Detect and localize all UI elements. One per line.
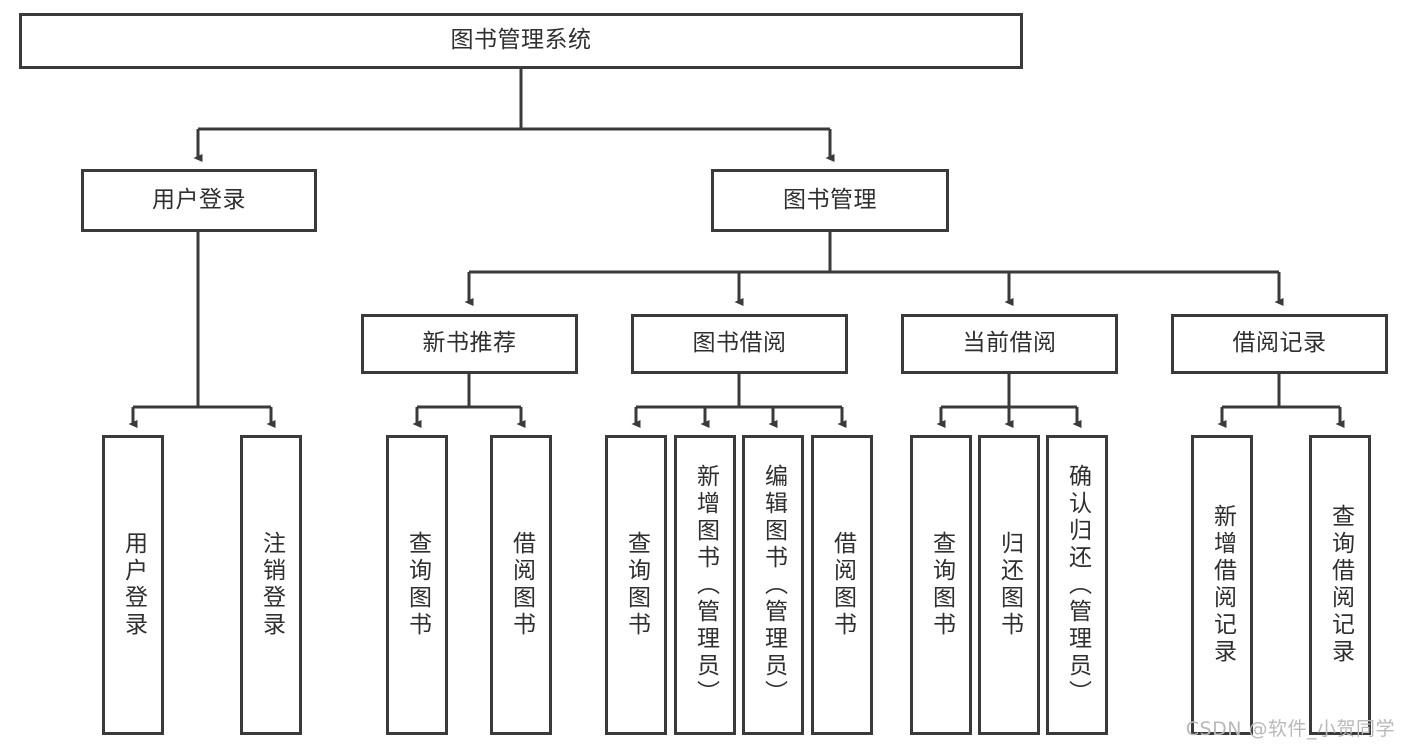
leaf-user-login[interactable]: 用户登录 [102,435,164,735]
node-book-borrow[interactable]: 图书借阅 [631,314,848,374]
leaf-query-borrow-record[interactable]: 查询借阅记录 [1309,435,1371,735]
node-borrow-record[interactable]: 借阅记录 [1171,314,1388,374]
leaf-query-book-current[interactable]: 查询图书 [910,435,972,735]
node-current-borrow[interactable]: 当前借阅 [901,314,1118,374]
leaf-query-book-borrow[interactable]: 查询图书 [605,435,667,735]
leaf-label: 编辑图书（管理员） [760,463,787,707]
node-user-login[interactable]: 用户登录 [81,169,317,232]
node-root-system[interactable]: 图书管理系统 [19,13,1023,69]
leaf-query-book-recommend[interactable]: 查询图书 [386,435,448,735]
node-label: 新书推荐 [422,330,517,357]
node-book-management[interactable]: 图书管理 [711,169,949,232]
leaf-borrow-book-recommend[interactable]: 借阅图书 [490,435,552,735]
leaf-add-borrow-record[interactable]: 新增借阅记录 [1191,435,1253,735]
node-label: 用户登录 [152,186,246,213]
leaf-label: 用户登录 [120,531,147,639]
leaf-label: 新增图书（管理员） [692,463,719,707]
node-label: 图书借阅 [692,330,787,357]
leaf-label: 查询图书 [928,531,955,639]
leaf-label: 查询图书 [404,531,431,639]
csdn-watermark: CSDN @软件_小贺同学 [1185,718,1395,740]
leaf-borrow-book[interactable]: 借阅图书 [811,435,873,735]
leaf-label: 借阅图书 [829,531,856,639]
leaf-label: 查询借阅记录 [1327,504,1354,666]
node-label: 图书管理 [783,186,877,213]
leaf-label: 查询图书 [623,531,650,639]
leaf-label: 借阅图书 [508,531,535,639]
node-label: 图书管理系统 [450,27,592,54]
leaf-label: 归还图书 [996,531,1023,639]
node-new-book-recommend[interactable]: 新书推荐 [361,314,578,374]
leaf-edit-book-admin[interactable]: 编辑图书（管理员） [742,435,804,735]
leaf-label: 新增借阅记录 [1209,504,1236,666]
leaf-add-book-admin[interactable]: 新增图书（管理员） [674,435,736,735]
node-label: 借阅记录 [1232,330,1327,357]
leaf-return-book[interactable]: 归还图书 [978,435,1040,735]
leaf-logout[interactable]: 注销登录 [240,435,302,735]
leaf-label: 注销登录 [258,531,285,639]
leaf-label: 确认归还（管理员） [1064,463,1091,707]
leaf-confirm-return-admin[interactable]: 确认归还（管理员） [1046,435,1108,735]
node-label: 当前借阅 [962,330,1057,357]
